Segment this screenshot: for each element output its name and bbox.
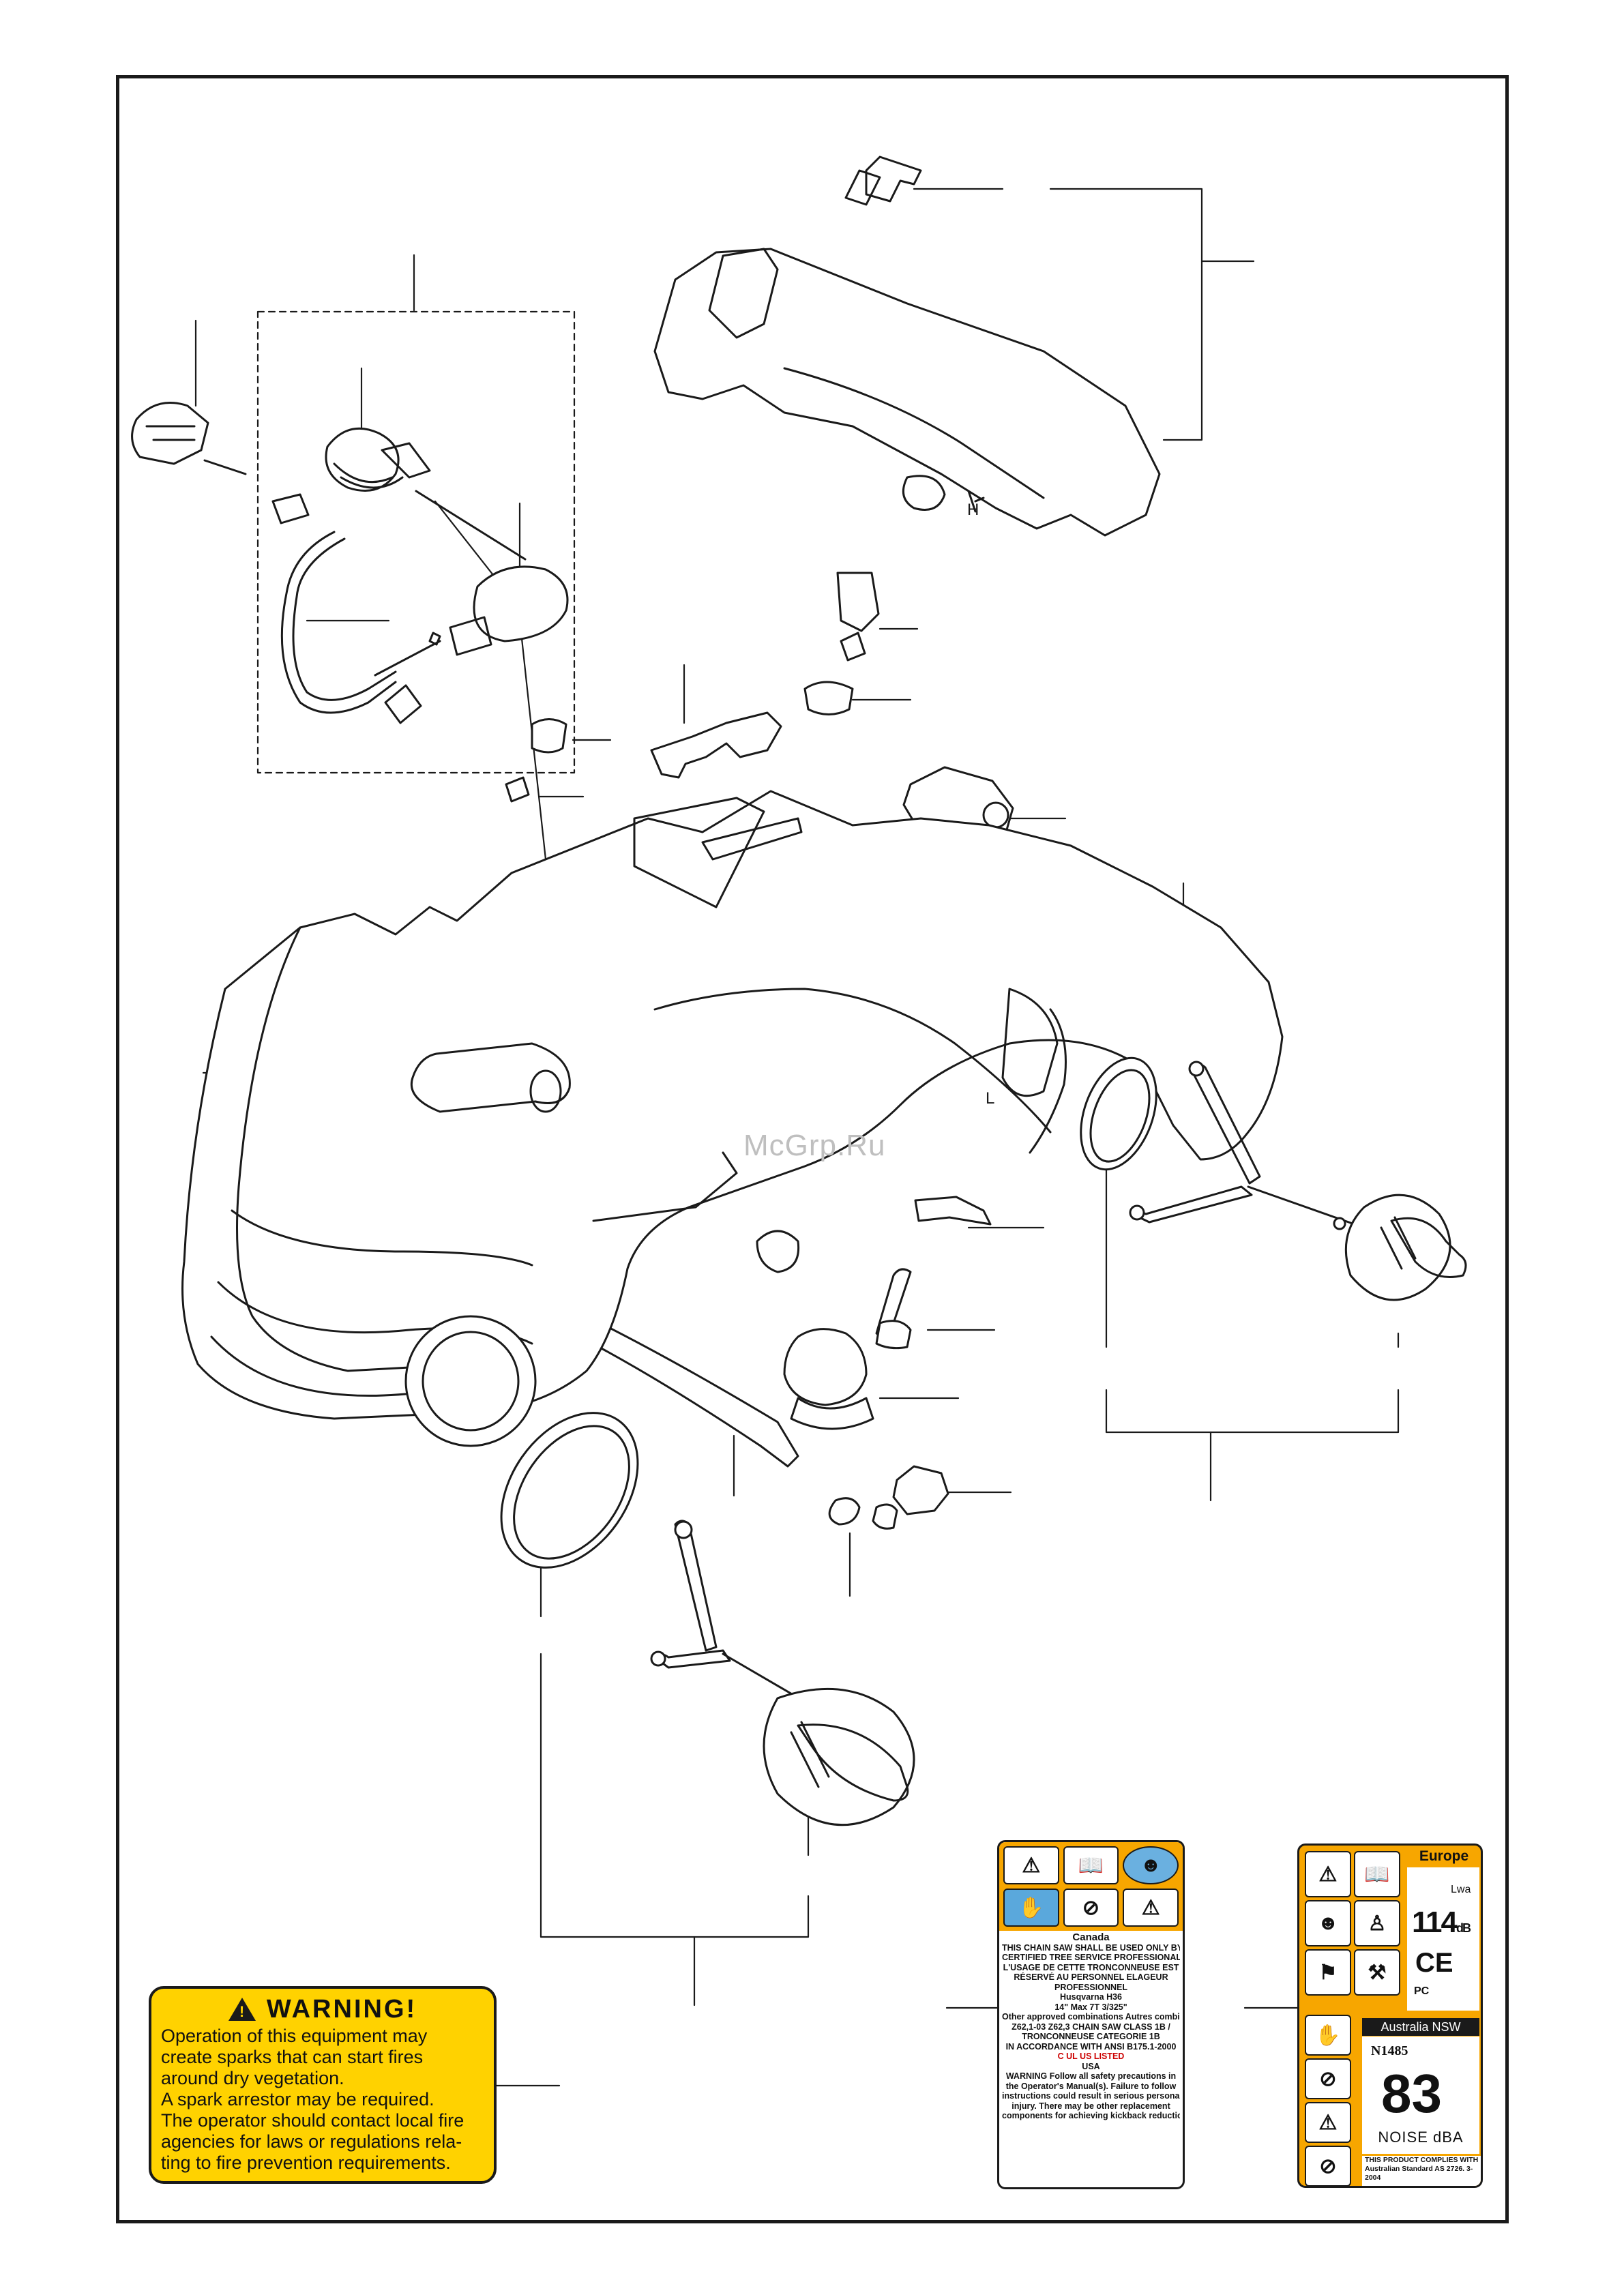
sound-power-value: 114dB	[1412, 1906, 1471, 1940]
oil-cap-seal-right	[1080, 1056, 1157, 1171]
no-one-hand-use-icon: ⊘	[1305, 2146, 1351, 2186]
oil-cap-right	[1129, 1061, 1467, 1301]
lwa-label: Lwa	[1451, 1884, 1471, 1895]
operator-manual-icon: 📖	[1354, 1851, 1400, 1897]
decal-line: THIS CHAIN SAW SHALL BE USED ONLY BY	[1002, 1942, 1180, 1953]
decal-line: IN ACCORDANCE WITH ANSI B175.1-2000	[1005, 2041, 1177, 2052]
chain-brake-icon: ✋	[1305, 2015, 1351, 2056]
canada-decal-text: Canada THIS CHAIN SAW SHALL BE USED ONLY…	[999, 1931, 1183, 2123]
warning-triangle-icon: ⚠	[1305, 1851, 1351, 1897]
no-one-hand-icon: ⊘	[1305, 2058, 1351, 2099]
compliance-line: Australian Standard AS 2726. 3-2004	[1365, 2165, 1473, 2182]
noise-unit: NOISE dBA	[1378, 2129, 1464, 2146]
diagram-frame	[116, 75, 1509, 2223]
warning-triangle-icon: !	[228, 1998, 256, 2021]
sound-power-unit: dB	[1456, 1921, 1471, 1935]
head-protection-icon: ☻	[1305, 1900, 1351, 1946]
protective-clothing-icon: ♙	[1354, 1900, 1400, 1946]
decal-line: instructions could result in serious per…	[1002, 2091, 1180, 2101]
warning-line: A spark arrestor may be required.	[161, 2089, 434, 2109]
decal-line: WARNING Follow all safety precautions in	[1005, 2071, 1177, 2081]
pc-mark: PC	[1414, 1985, 1430, 1997]
decal-line: Z62,1-03 Z62,3 CHAIN SAW CLASS 1B /	[1012, 2022, 1170, 2032]
operator-manual-icon: 📖	[1063, 1846, 1119, 1884]
kickback-icon: ⚠	[1305, 2102, 1351, 2143]
warning-line: ting to fire prevention requirements.	[161, 2152, 451, 2173]
decal-line: components for achieving kickback reduct…	[1002, 2111, 1180, 2120]
noise-value: 83	[1381, 2063, 1442, 2124]
watermark: McGrp.Ru	[743, 1129, 886, 1162]
decal-line: RÉSERVÉ AU PERSONNEL ELAGEUR	[1014, 1972, 1168, 1982]
marking-l: L	[986, 1089, 994, 1108]
warning-line: around dry vegetation.	[161, 2068, 344, 2088]
ul-listed-mark: C UL US LISTED	[1057, 2052, 1125, 2061]
decal-line: L'USAGE DE CETTE TRONCONNEUSE EST	[1003, 1962, 1179, 1972]
chain-brake-icon: ✋	[1003, 1889, 1059, 1927]
ce-mark: CE	[1415, 1948, 1453, 1978]
compliance-line: THIS PRODUCT COMPLIES WITH	[1365, 2156, 1479, 2164]
fuel-cap-lower	[650, 1520, 915, 1826]
warning-line: create sparks that can start fires	[161, 2047, 424, 2067]
work-posture-icon: ⚑	[1305, 1949, 1351, 1996]
decal-line: the Operator's Manual(s). Failure to fol…	[1005, 2081, 1177, 2091]
sound-power-box	[1407, 1867, 1479, 2011]
decal-line: TRONCONNEUSE CATEGORIE 1B	[1022, 2032, 1160, 2041]
australia-nsw-header: Australia NSW	[1362, 2018, 1479, 2036]
nsw-noise-box	[1362, 2037, 1479, 2154]
compliance-text: THIS PRODUCT COMPLIES WITH Australian St…	[1362, 2156, 1481, 2186]
canada-heading: Canada	[1072, 1933, 1110, 1943]
nsw-approval-number: N1485	[1371, 2043, 1408, 2058]
warning-triangle-icon: ⚠	[1003, 1846, 1059, 1884]
marking-h: H	[967, 501, 979, 519]
warning-label: ! WARNING! Operation of this equipment m…	[149, 1986, 497, 2184]
decal-line: USA	[1082, 2061, 1100, 2071]
head-protection-icon: ☻	[1123, 1846, 1179, 1884]
warning-header: ! WARNING!	[161, 1994, 484, 2024]
kickback-icon: ⚠	[1123, 1889, 1179, 1927]
warning-line: The operator should contact local fire	[161, 2110, 464, 2131]
fuel-cap-seal-lower	[500, 1412, 639, 1569]
decal-line: injury. There may be other replacement	[1012, 2101, 1170, 2111]
fuel-filter-parts	[131, 402, 569, 724]
tree-work-icon: ⚒	[1354, 1949, 1400, 1996]
europe-safety-decal: ⚠ 📖 ☻ ♙ ⚑ ⚒ ✋ ⊘ ⚠ ⊘ Europe Lwa 114dB CE …	[1297, 1844, 1483, 2188]
no-one-hand-icon: ⊘	[1063, 1889, 1119, 1927]
warning-line: Operation of this equipment may	[161, 2026, 428, 2046]
warning-text: Operation of this equipment may create s…	[161, 2026, 484, 2174]
canada-safety-decal: ⚠ 📖 ☻ ✋ ⊘ ⚠ Canada THIS CHAIN SAW SHALL …	[997, 1840, 1185, 2189]
decal-line: Other approved combinations Autres combi…	[1002, 2012, 1180, 2022]
decal-line: PROFESSIONNEL	[1054, 1982, 1127, 1992]
decal-line: Husqvarna H36	[1059, 1992, 1122, 2002]
decal-line: 14" Max 7T 3/325"	[1054, 2002, 1127, 2012]
europe-heading: Europe	[1419, 1848, 1469, 1864]
top-cover-part	[653, 156, 1161, 537]
tank-housing-part	[181, 790, 1284, 1447]
warning-title: WARNING!	[266, 1994, 417, 2024]
sound-power-number: 114	[1412, 1906, 1458, 1939]
warning-line: agencies for laws or regulations rela-	[161, 2131, 462, 2152]
canada-pictograms: ⚠ 📖 ☻ ✋ ⊘ ⚠	[999, 1842, 1183, 1931]
decal-line: CERTIFIED TREE SERVICE PROFESSIONALS	[1002, 1953, 1180, 1962]
